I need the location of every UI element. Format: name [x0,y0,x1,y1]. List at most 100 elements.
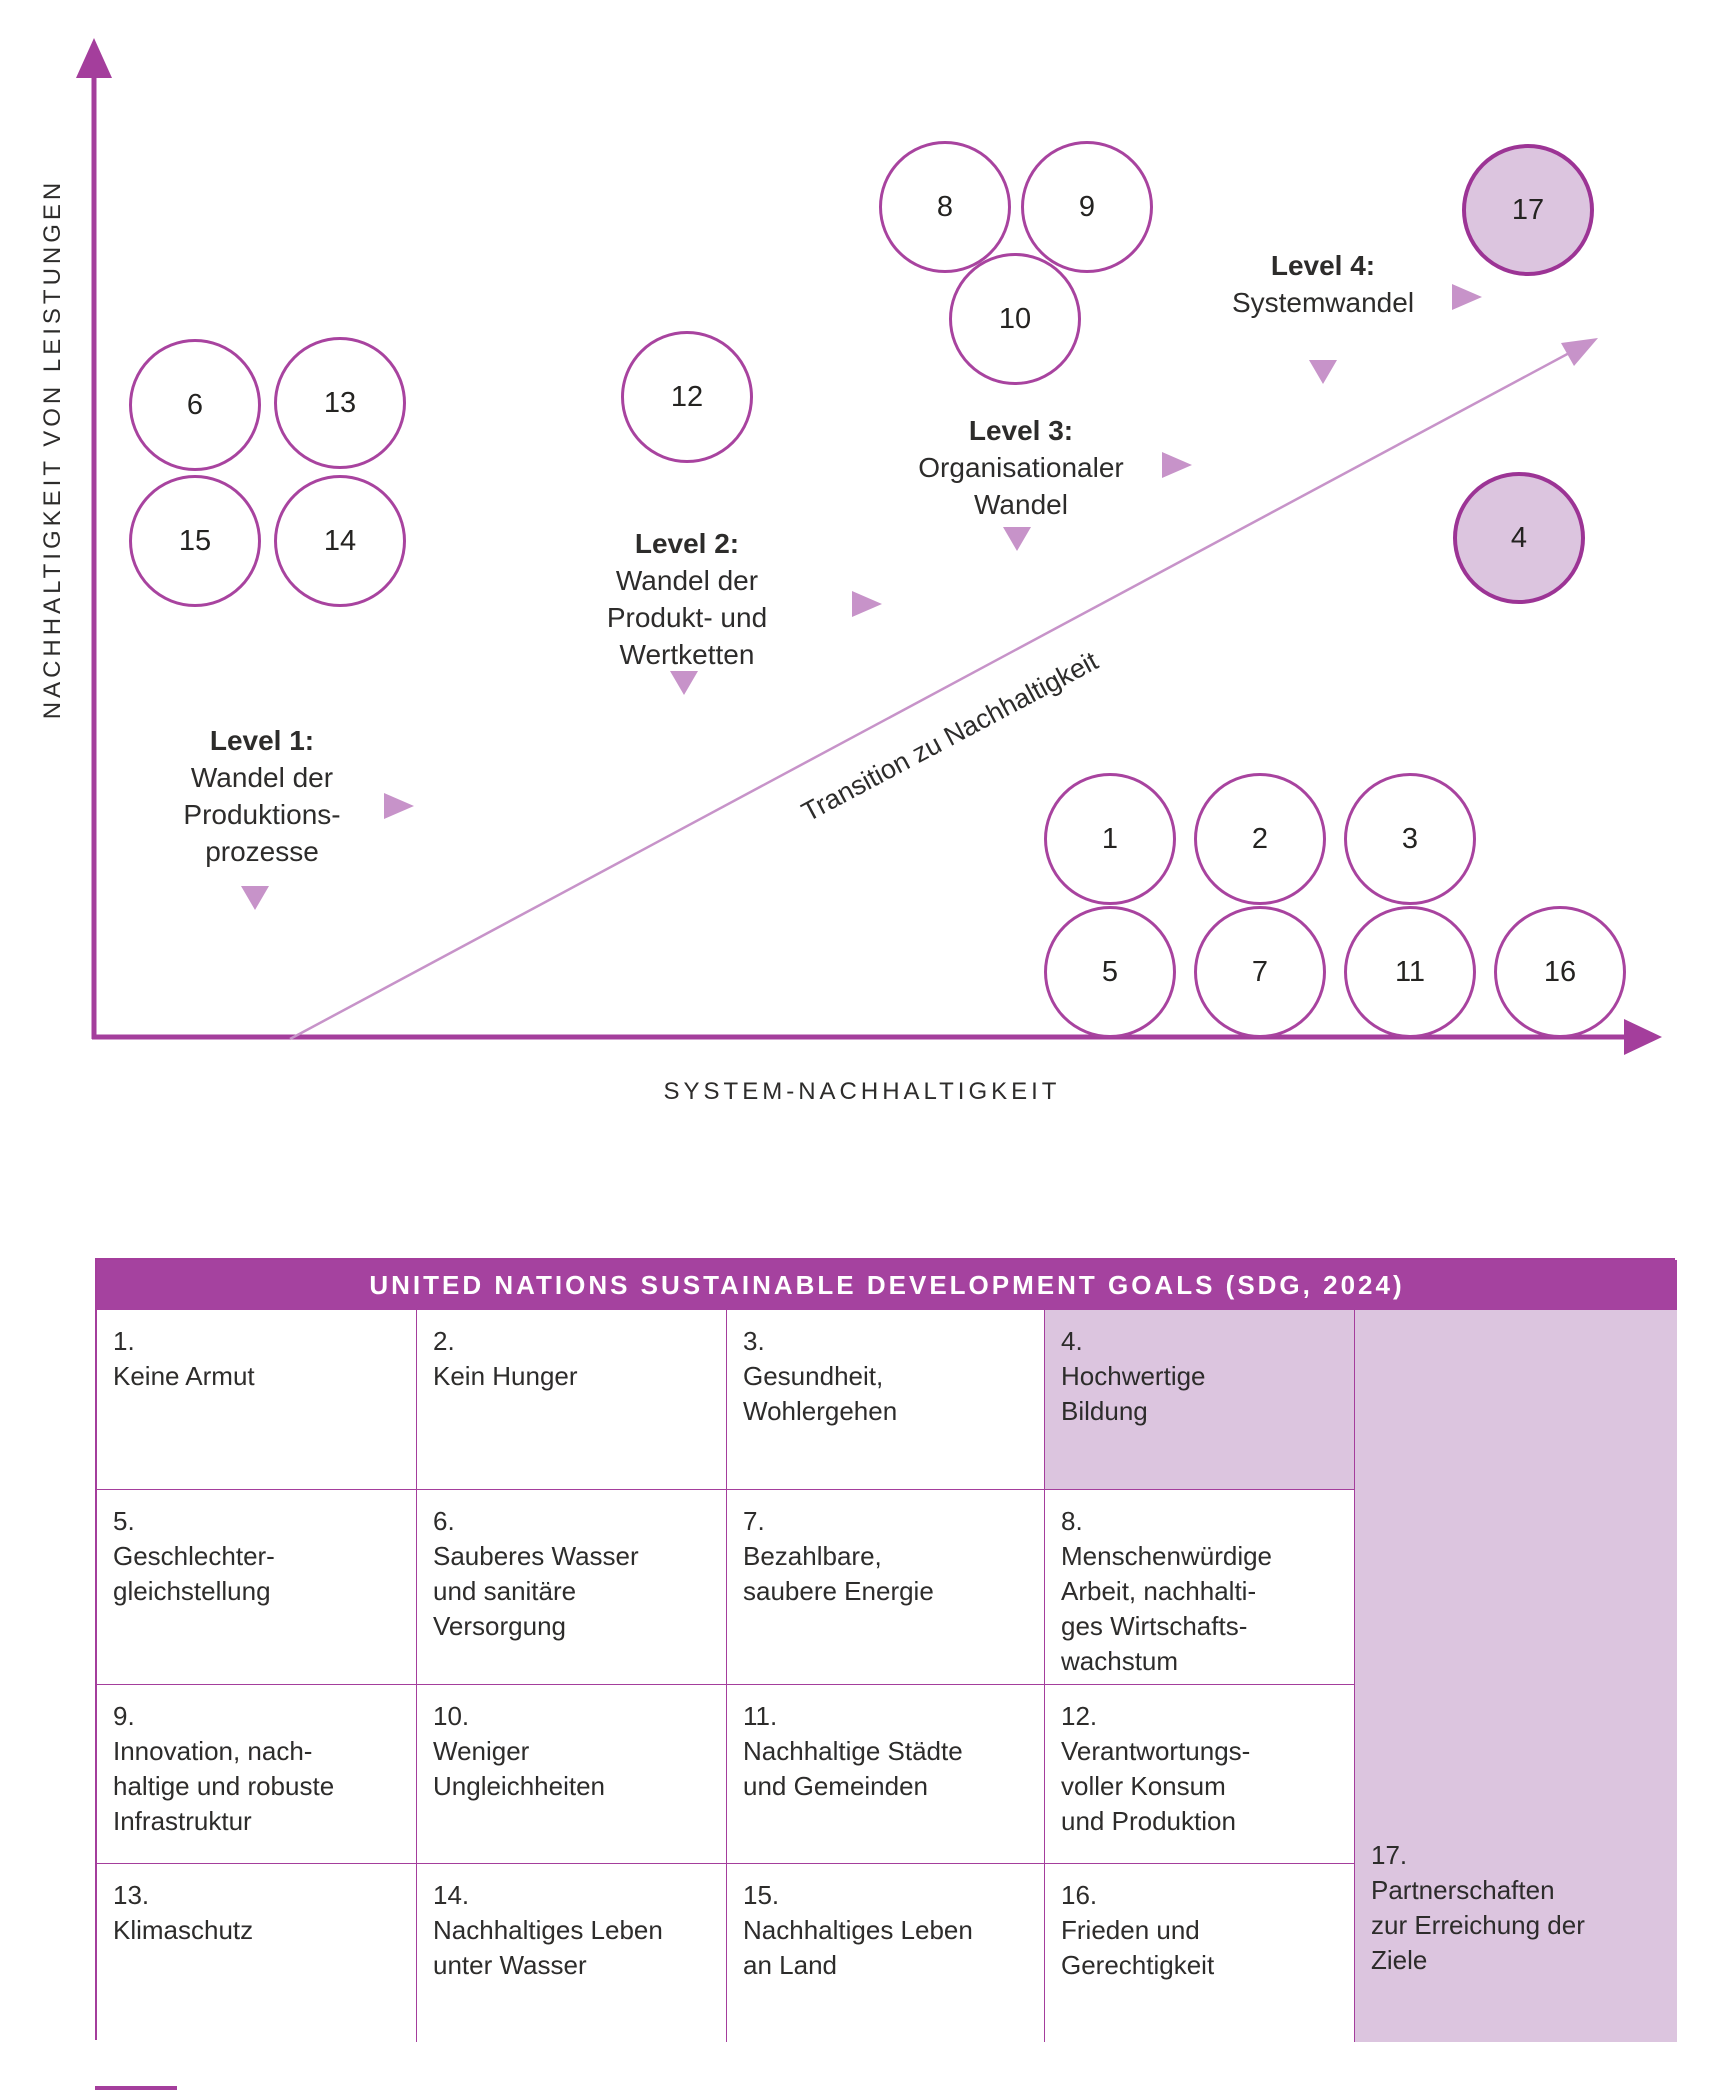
sdg-cell-14: 14. Nachhaltiges Leben unter Wasser [417,1864,727,2042]
footer-rule [95,2086,177,2090]
circle-sdg-9: 9 [1021,141,1153,273]
sustainability-diagram: NACHHALTIGKEIT VON LEISTUNGEN SYSTEM-NAC… [39,38,1662,1105]
level-3-line: Organisationaler [918,452,1124,483]
circle-sdg-12: 12 [621,331,753,463]
sdg-cell-15: 15. Nachhaltiges Leben an Land [727,1864,1045,2042]
sdg-cell-11: 11. Nachhaltige Städte und Gemeinden [727,1685,1045,1864]
sdg-cell-label: Frieden und Gerechtigkeit [1061,1915,1215,1980]
sdg-cell-label: Partnerschaften zur Erreichung der Ziele [1371,1875,1585,1975]
sdg-cell-number: 11. [743,1701,778,1731]
sdg-cell-number: 16. [1061,1880,1098,1910]
sdg-cell-6: 6. Sauberes Wasser und sanitäre Versorgu… [417,1490,727,1685]
sdg-cell-number: 1. [113,1326,135,1356]
sdg-cell-number: 9. [113,1701,135,1731]
level-4-title: Level 4: [1270,250,1376,281]
level-1-label: Level 1: Wandel der Produktions- prozess… [183,722,340,870]
circle-sdg-7: 7 [1194,906,1326,1038]
level-3-label: Level 3: Organisationaler Wandel [918,412,1123,523]
sdg-cell-label: Weniger Ungleichheiten [433,1736,606,1801]
circle-sdg-13: 13 [274,337,406,469]
circle-sdg-2: 2 [1194,773,1326,905]
circle-sdg-11: 11 [1344,906,1476,1038]
circle-sdg-1: 1 [1044,773,1176,905]
sdg-cell-label: Menschenwürdige Arbeit, nachhalti- ges W… [1061,1541,1273,1676]
transition-diagonal-line [289,342,1587,1041]
sdg-cell-label: Hochwertige Bildung [1061,1361,1206,1426]
sdg-cell-7: 7. Bezahlbare, saubere Energie [727,1490,1045,1685]
sdg-cell-number: 15. [743,1880,780,1910]
sdg-cell-number: 6. [433,1506,455,1536]
sdg-cell-4: 4. Hochwertige Bildung [1045,1310,1355,1490]
level-1-line: Wandel der [190,762,334,793]
level-1-line: prozesse [205,836,319,867]
sdg-table-title: UNITED NATIONS SUSTAINABLE DEVELOPMENT G… [97,1260,1677,1310]
sdg-cell-label: Geschlechter- gleichstellung [113,1541,275,1606]
level-3-title: Level 3: [968,415,1074,446]
level-3-arrow-right-icon [1162,452,1192,478]
y-axis-arrowhead-icon [76,38,112,78]
y-axis-label: NACHHALTIGKEIT VON LEISTUNGEN [39,178,66,720]
level-4-arrow-down-icon [1309,360,1337,384]
sdg-cell-number: 3. [743,1326,765,1356]
sdg-cell-12: 12. Verantwortungs- voller Konsum und Pr… [1045,1685,1355,1864]
sdg-cell-3: 3. Gesundheit, Wohlergehen [727,1310,1045,1490]
sdg-cell-number: 2. [433,1326,455,1356]
sdg-cell-label: Verantwortungs- voller Konsum und Produk… [1061,1736,1251,1836]
sdg-cell-2: 2. Kein Hunger [417,1310,727,1490]
level-1-title: Level 1: [209,725,315,756]
level-2-title: Level 2: [634,528,740,559]
circle-sdg-10: 10 [949,253,1081,385]
level-4-line: Systemwandel [1231,287,1415,318]
circle-sdg-4: 4 [1453,472,1585,604]
sdg-cell-17: 17. Partnerschaften zur Erreichung der Z… [1355,1310,1677,2042]
circle-sdg-14: 14 [274,475,406,607]
level-1-arrow-down-icon [241,886,269,910]
level-2-line: Wertketten [619,639,755,670]
sdg-cell-label: Kein Hunger [433,1361,578,1391]
sdg-cell-label: Bezahlbare, saubere Energie [743,1541,934,1606]
sdg-cell-number: 13. [113,1880,150,1910]
level-4-label: Level 4: Systemwandel [1232,247,1414,321]
level-2-arrow-down-icon [670,671,698,695]
sdg-cell-label: Nachhaltiges Leben unter Wasser [433,1915,663,1980]
transition-arrowhead-icon [1561,338,1598,366]
circle-sdg-16: 16 [1494,906,1626,1038]
x-axis-arrowhead-icon [1624,1019,1662,1055]
level-2-arrow-right-icon [852,591,882,617]
sdg-cell-number: 5. [113,1506,135,1536]
sdg-cell-16: 16. Frieden und Gerechtigkeit [1045,1864,1355,2042]
sdg-cell-number: 7. [743,1506,765,1536]
sdg-cell-8: 8. Menschenwürdige Arbeit, nachhalti- ge… [1045,1490,1355,1685]
sdg-cell-label: Innovation, nach- haltige und robuste In… [113,1736,335,1836]
sdg-cell-number: 12. [1061,1701,1098,1731]
sdg-cell-13: 13. Klimaschutz [97,1864,417,2042]
level-2-label: Level 2: Wandel der Produkt- und Wertket… [607,525,767,673]
sdg-cell-label: Keine Armut [113,1361,255,1391]
sdg-cell-1: 1. Keine Armut [97,1310,417,1490]
sdg-cell-number: 14. [433,1880,470,1910]
sdg-cell-10: 10. Weniger Ungleichheiten [417,1685,727,1864]
level-1-line: Produktions- [183,799,341,830]
circle-sdg-8: 8 [879,141,1011,273]
sdg-cell-number: 10. [433,1701,470,1731]
circle-sdg-5: 5 [1044,906,1176,1038]
sdg-cell-number: 4. [1061,1326,1083,1356]
circle-sdg-15: 15 [129,475,261,607]
circle-sdg-3: 3 [1344,773,1476,905]
sdg-table: UNITED NATIONS SUSTAINABLE DEVELOPMENT G… [95,1258,1677,2042]
axes-canvas [76,38,1662,1055]
sdg-cell-label: Nachhaltige Städte und Gemeinden [743,1736,963,1801]
level-1-arrow-right-icon [384,793,414,819]
sdg-cell-9: 9. Innovation, nach- haltige und robuste… [97,1685,417,1864]
level-2-line: Wandel der [615,565,759,596]
level-3-arrow-down-icon [1003,527,1031,551]
sdg-cell-label: Gesundheit, Wohlergehen [743,1361,898,1426]
circle-sdg-17: 17 [1462,144,1594,276]
sdg-cell-number: 17. [1371,1840,1408,1870]
sdg-cell-5: 5. Geschlechter- gleichstellung [97,1490,417,1685]
sdg-cell-number: 8. [1061,1506,1083,1536]
level-3-line: Wandel [974,489,1068,520]
level-2-line: Produkt- und [606,602,768,633]
sdg-cell-label: Nachhaltiges Leben an Land [743,1915,973,1980]
